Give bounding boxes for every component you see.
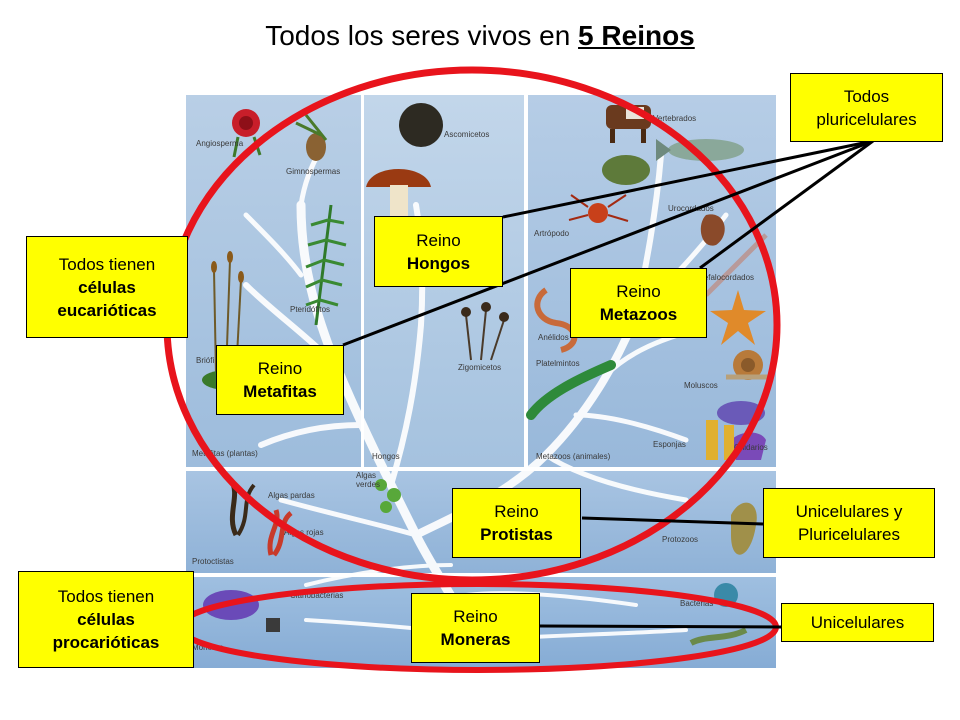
label-esponjas: Esponjas bbox=[653, 440, 686, 449]
label-angiospermas: Angiosperma bbox=[196, 139, 244, 148]
eucariotas-note: Todos tienen células eucarióticas bbox=[26, 236, 188, 338]
label-artropodos: Artrópodo bbox=[534, 229, 570, 238]
label-zigomicetos: Zigomicetos bbox=[458, 363, 502, 372]
reino-metazoos-label: Reino Metazoos bbox=[570, 268, 707, 338]
label-gimnospermas: Gimnospermas bbox=[286, 167, 341, 176]
label-cianobacterias: Cianobacterias bbox=[290, 591, 344, 600]
label-algas-verdes: Algas verdes bbox=[356, 471, 381, 489]
label-bacterias: Bacterias bbox=[680, 599, 714, 608]
label-anelidos: Anélidos bbox=[538, 333, 569, 342]
label-algas-rojas: Algas rojas bbox=[284, 528, 324, 537]
label-briofitos: Briófi bbox=[196, 356, 215, 365]
reino-moneras-label: Reino Moneras bbox=[411, 593, 540, 663]
label-ascomicetos: Ascomicetos bbox=[444, 130, 490, 139]
label-protozoos: Protozoos bbox=[662, 535, 699, 544]
label-moluscos: Moluscos bbox=[684, 381, 718, 390]
pluricelulares-note: Todos pluricelulares bbox=[790, 73, 943, 142]
illustration-art bbox=[202, 103, 771, 660]
reino-metafitas-label: Reino Metafitas bbox=[216, 345, 344, 415]
label-vertebrados: Vertebrados bbox=[653, 114, 697, 123]
procariotas-note: Todos tienen células procarióticas bbox=[18, 571, 194, 668]
unicelulares-pluricelulares-note: Unicelulares y Pluricelulares bbox=[763, 488, 935, 558]
label-metafitas-panel: Metafitas (plantas) bbox=[192, 449, 258, 458]
label-cnidarios: Cnidarios bbox=[734, 443, 768, 452]
page-title: Todos los seres vivos en 5 Reinos bbox=[265, 20, 695, 51]
label-cefalocordados: Cefalocordados bbox=[698, 273, 755, 282]
label-platelmintos: Platelmintos bbox=[536, 359, 580, 368]
reino-hongos-label: Reino Hongos bbox=[374, 216, 503, 287]
connector-lines bbox=[342, 139, 874, 629]
reino-protistas-label: Reino Protistas bbox=[452, 488, 581, 558]
label-algas-pardas: Algas pardas bbox=[268, 491, 315, 500]
label-hongos-panel: Hongos bbox=[372, 452, 400, 461]
label-urocordados: Urocordados bbox=[668, 204, 714, 213]
label-pteridofitos: Pteridófitos bbox=[290, 305, 331, 314]
label-protoctistas: Protoctistas bbox=[192, 557, 234, 566]
unicelulares-note: Unicelulares bbox=[781, 603, 934, 642]
title-emphasis: 5 Reinos bbox=[578, 20, 695, 51]
label-metazoos-panel: Metazoos (animales) bbox=[536, 452, 611, 461]
